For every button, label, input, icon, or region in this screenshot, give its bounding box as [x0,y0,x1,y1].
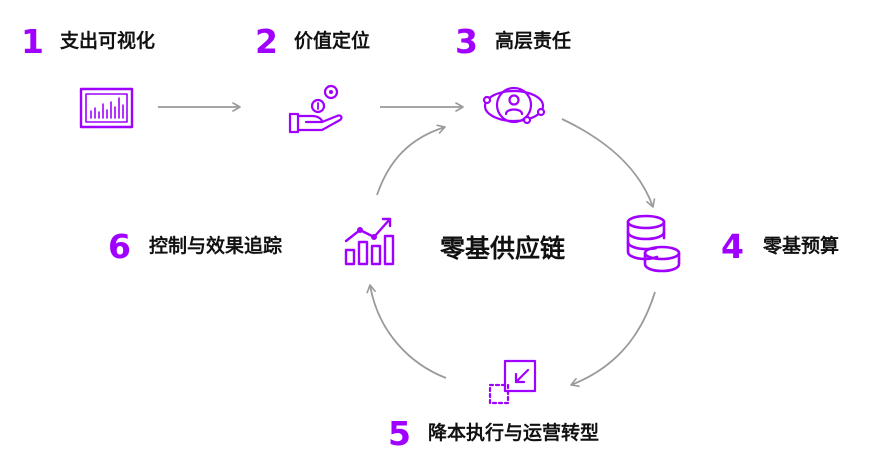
dashboard-chart-icon [79,87,134,129]
step-3-number: 3 [455,22,478,61]
hand-coins-icon [288,84,343,134]
coin-stack-icon [626,214,681,273]
arrow-6-to-3 [376,124,446,196]
step-3-label: 高层责任 [495,29,571,52]
step-2-label: 价值定位 [294,29,370,52]
step-5-number: 5 [388,414,411,453]
shrink-arrow-icon [488,359,537,405]
step-6-number: 6 [108,227,131,266]
leader-network-icon [482,86,546,125]
step-6-label: 控制与效果追踪 [149,234,282,257]
step-1-label: 支出可视化 [59,29,155,52]
trend-bar-chart-icon [344,217,395,266]
step-4-label: 零基预算 [762,234,839,257]
center-title: 零基供应链 [439,234,565,263]
step-4-number: 4 [721,227,744,266]
step-2-number: 2 [255,22,278,61]
arrow-4-to-5 [570,291,656,387]
step-5-label: 降本执行与运营转型 [428,421,599,444]
arrow-5-to-6 [366,284,447,379]
step-1-number: 1 [21,22,44,61]
arrow-3-to-4 [561,118,656,208]
